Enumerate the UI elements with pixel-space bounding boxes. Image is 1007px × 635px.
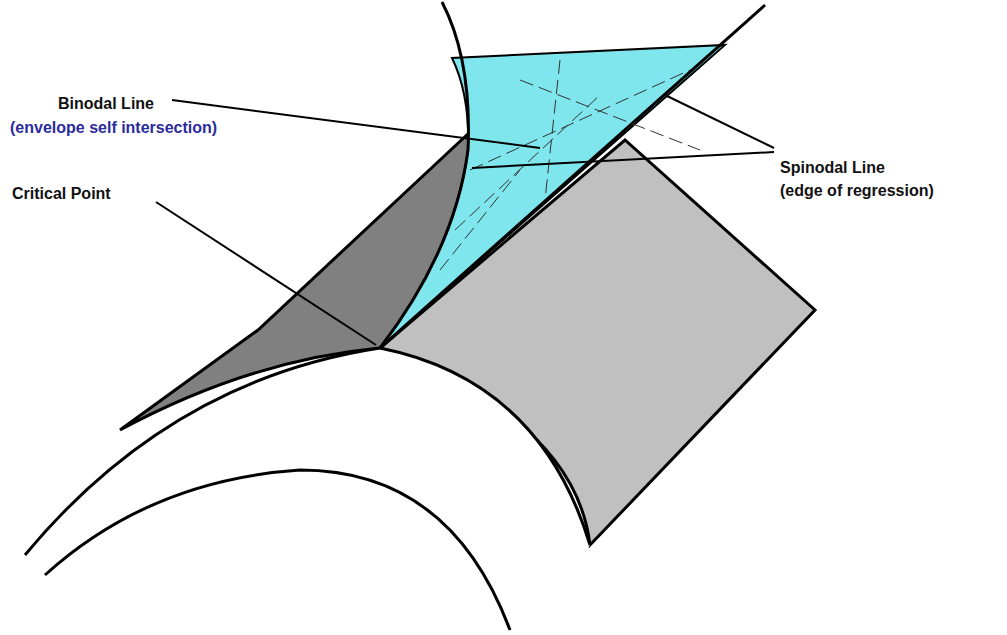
critical-point-label: Critical Point xyxy=(12,184,111,204)
leader-lines xyxy=(156,95,774,345)
arch-lower-edge xyxy=(45,470,510,630)
arch-edge xyxy=(25,348,590,555)
binodal-label: Binodal Line xyxy=(58,94,154,114)
dashed-lines xyxy=(440,60,700,270)
front-arch xyxy=(25,348,590,630)
spinodal-edge xyxy=(380,5,765,348)
spinodal-note: (edge of regression) xyxy=(780,181,934,201)
binodal-note: (envelope self intersection) xyxy=(10,118,217,138)
spinodal-curve xyxy=(380,2,468,348)
spinodal-label: Spinodal Line xyxy=(780,158,885,178)
